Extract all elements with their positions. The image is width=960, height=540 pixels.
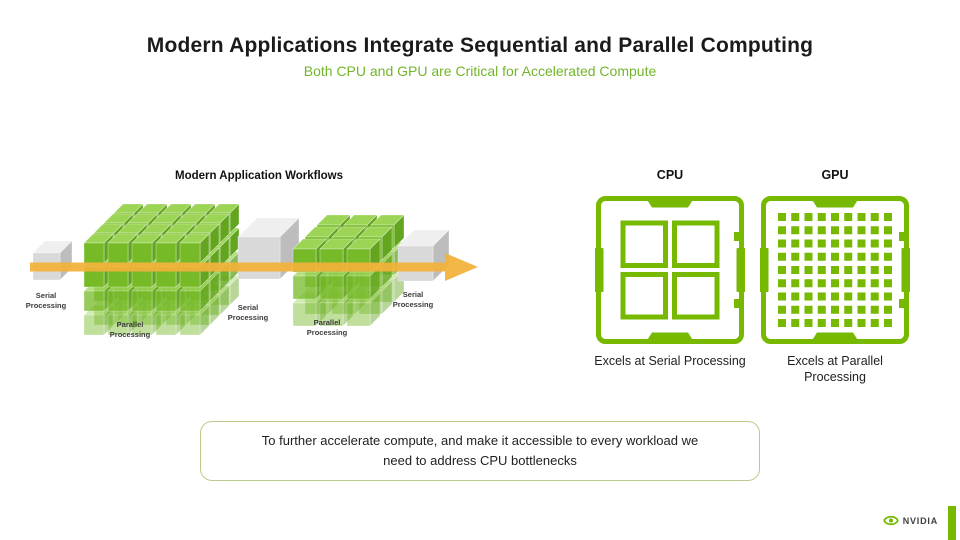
nvidia-logo: NVIDIA: [883, 515, 938, 526]
accent-bar: [948, 506, 956, 540]
gpu-chip-icon: [760, 196, 910, 344]
callout-text: To further accelerate compute, and make …: [261, 432, 699, 468]
workflow-title: Modern Application Workflows: [174, 170, 344, 182]
cpu-chip-icon: [595, 196, 745, 344]
callout-box: To further accelerate compute, and make …: [200, 421, 760, 481]
nvidia-eye-icon: [883, 515, 899, 526]
slide-subtitle: Both CPU and GPU are Critical for Accele…: [303, 63, 657, 79]
gpu-caption: Excels at Parallel Processing: [787, 354, 883, 384]
cpu-heading: CPU: [656, 168, 684, 182]
gpu-heading: GPU: [821, 168, 849, 182]
slide-title: Modern Applications Integrate Sequential…: [146, 34, 814, 57]
nvidia-wordmark: NVIDIA: [902, 515, 938, 526]
cpu-caption: Excels at Serial Processing: [594, 354, 746, 368]
